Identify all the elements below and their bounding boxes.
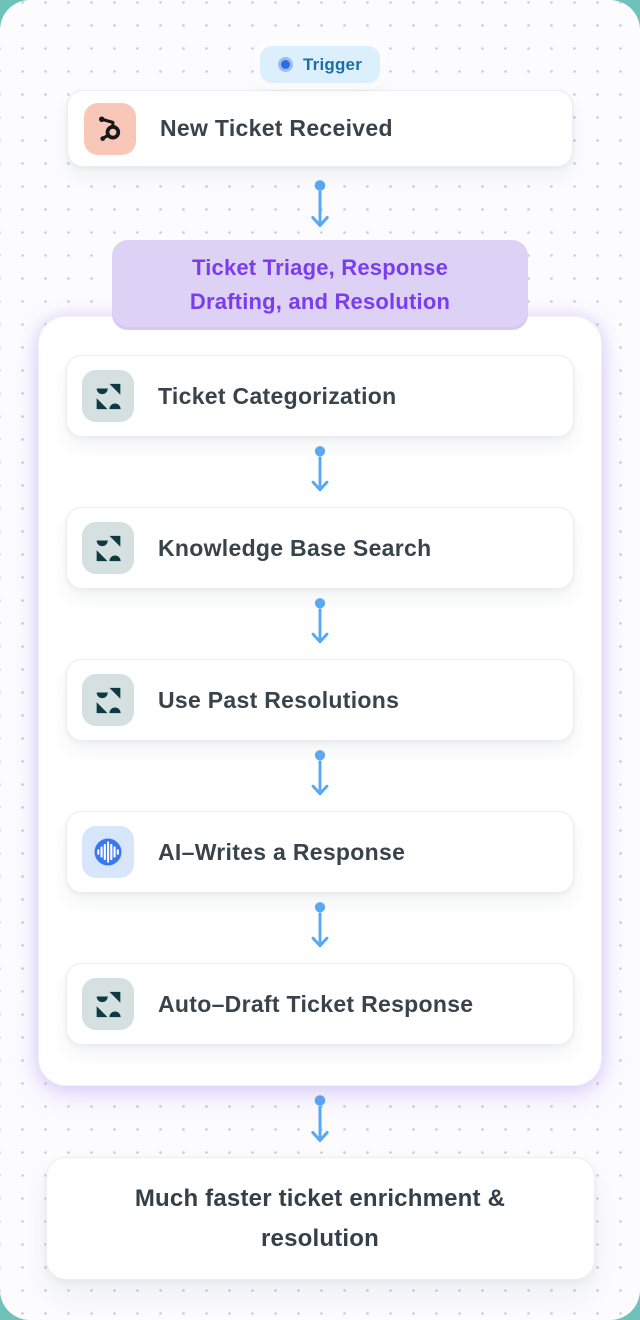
step-title: Use Past Resolutions [158,686,400,713]
trigger-step-card[interactable]: New Ticket Received [67,90,573,167]
outcome-card: Much faster ticket enrichment & resoluti… [45,1157,595,1280]
group-label: Ticket Triage, Response Drafting, and Re… [112,240,528,330]
step-title: Knowledge Base Search [158,534,432,561]
trigger-dot-icon [277,57,293,72]
zendesk-icon [82,522,134,574]
step-card-knowledge-base-search[interactable]: Knowledge Base Search [66,507,574,589]
zendesk-icon [82,370,134,422]
group-label-line-2: Drafting, and Resolution [189,289,451,314]
flow-arrow-icon [308,179,332,235]
zendesk-icon [82,674,134,726]
step-card-ai-writes-response[interactable]: AI–Writes a Response [66,811,574,893]
outcome-line-2: resolution [260,1224,379,1252]
trigger-badge: Trigger [259,46,381,83]
flow-arrow-icon [308,901,332,955]
trigger-badge-label: Trigger [302,54,363,74]
trigger-step-title: New Ticket Received [160,115,393,141]
flow-arrow-icon [308,597,332,651]
step-card-use-past-resolutions[interactable]: Use Past Resolutions [66,659,574,741]
step-card-auto-draft-response[interactable]: Auto–Draft Ticket Response [66,963,574,1045]
step-card-ticket-categorization[interactable]: Ticket Categorization [66,355,574,437]
step-title: Auto–Draft Ticket Response [158,990,474,1017]
ai-waveform-icon [82,826,134,878]
group-label-line-1: Ticket Triage, Response [191,255,449,280]
step-title: AI–Writes a Response [158,838,406,865]
hubspot-sprocket-icon [84,102,136,155]
flow-arrow-icon [308,445,332,499]
zendesk-icon [82,978,134,1030]
outcome-line-1: Much faster ticket enrichment & [134,1184,506,1212]
flow-arrow-icon [308,749,332,803]
group-container: Ticket Categorization Knowledge Base Sea… [38,316,602,1086]
flow-arrow-icon [308,1094,332,1150]
step-title: Ticket Categorization [158,382,397,409]
